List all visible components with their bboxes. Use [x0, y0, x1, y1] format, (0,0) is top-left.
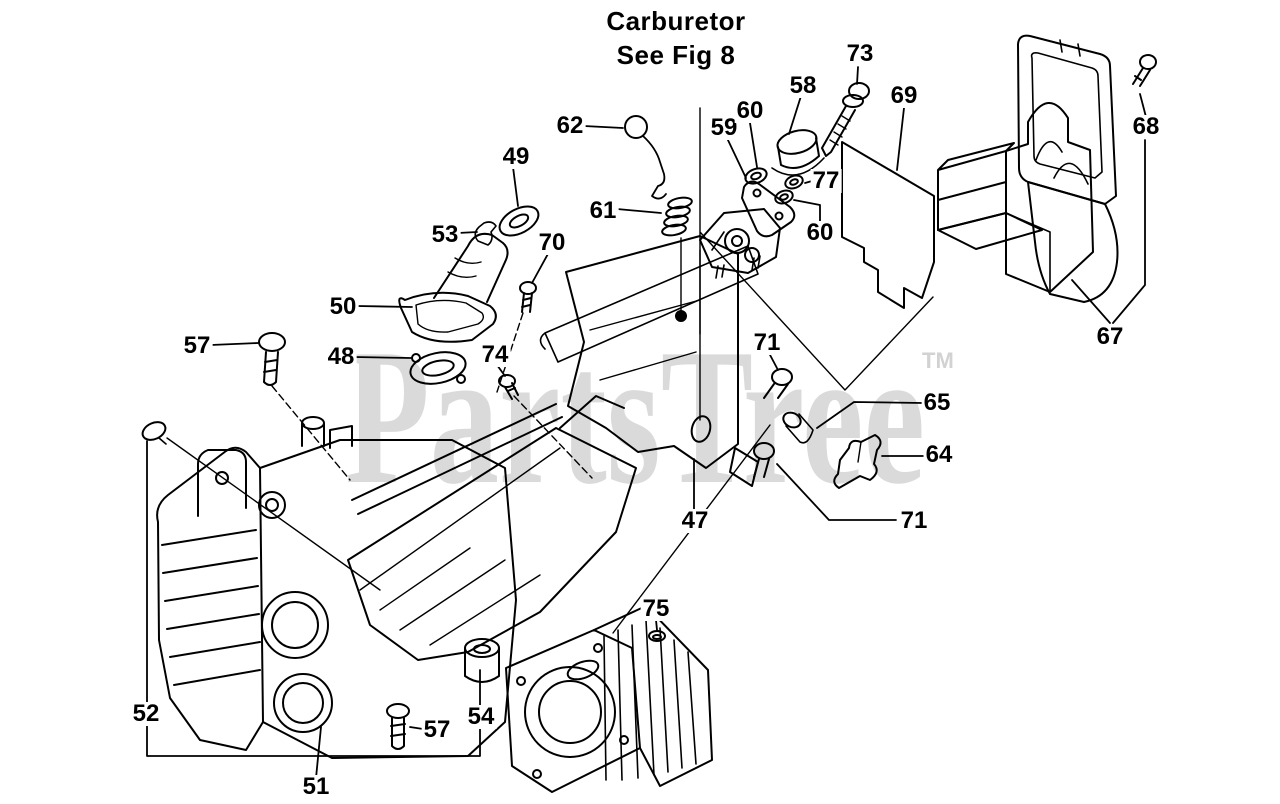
callout-73: 73 — [844, 40, 876, 67]
callout-59: 59 — [708, 114, 740, 141]
callout-60-a: 60 — [734, 97, 766, 124]
callout-47: 47 — [679, 507, 711, 534]
callout-64: 64 — [923, 441, 955, 468]
callout-74: 74 — [479, 341, 511, 368]
callout-49: 49 — [500, 143, 532, 170]
callout-50: 50 — [327, 293, 359, 320]
callout-61: 61 — [587, 197, 619, 224]
callout-69: 69 — [888, 82, 920, 109]
callout-75: 75 — [640, 595, 672, 622]
callout-71-b: 71 — [898, 507, 930, 534]
callout-48: 48 — [325, 343, 357, 370]
bracket-drawing — [539, 235, 882, 642]
carb-hardware-drawing — [741, 82, 870, 238]
callout-leader-lines — [146, 66, 1147, 779]
bushing-drawing — [464, 638, 500, 683]
alignment-lines — [166, 107, 934, 634]
callout-54: 54 — [465, 703, 497, 730]
diagram-title-line1: Carburetor — [606, 6, 746, 36]
callout-68: 68 — [1130, 113, 1162, 140]
callout-70: 70 — [536, 229, 568, 256]
carburetor-drawing — [624, 115, 781, 322]
callout-60-b: 60 — [804, 219, 836, 246]
callout-67: 67 — [1094, 323, 1126, 350]
callout-53: 53 — [429, 221, 461, 248]
callout-62: 62 — [554, 112, 586, 139]
air-filter-drawing — [841, 34, 1157, 309]
cylinder-drawing — [505, 605, 713, 793]
callout-65: 65 — [921, 389, 953, 416]
crankcase-drawing — [156, 395, 637, 759]
watermark: PartsTree TM — [345, 309, 954, 525]
callout-57-a: 57 — [181, 332, 213, 359]
fasteners-drawing — [141, 281, 537, 750]
callout-71-a: 71 — [751, 329, 783, 356]
watermark-tm: TM — [922, 348, 954, 373]
diagram-title-line2: See Fig 8 — [616, 40, 736, 70]
callout-51: 51 — [300, 773, 332, 800]
callout-57-b: 57 — [421, 716, 453, 743]
intake-elbow-drawing — [398, 205, 540, 385]
callout-77: 77 — [810, 167, 842, 194]
callout-58: 58 — [787, 72, 819, 99]
watermark-text: PartsTree — [345, 309, 925, 525]
callout-52: 52 — [130, 700, 162, 727]
